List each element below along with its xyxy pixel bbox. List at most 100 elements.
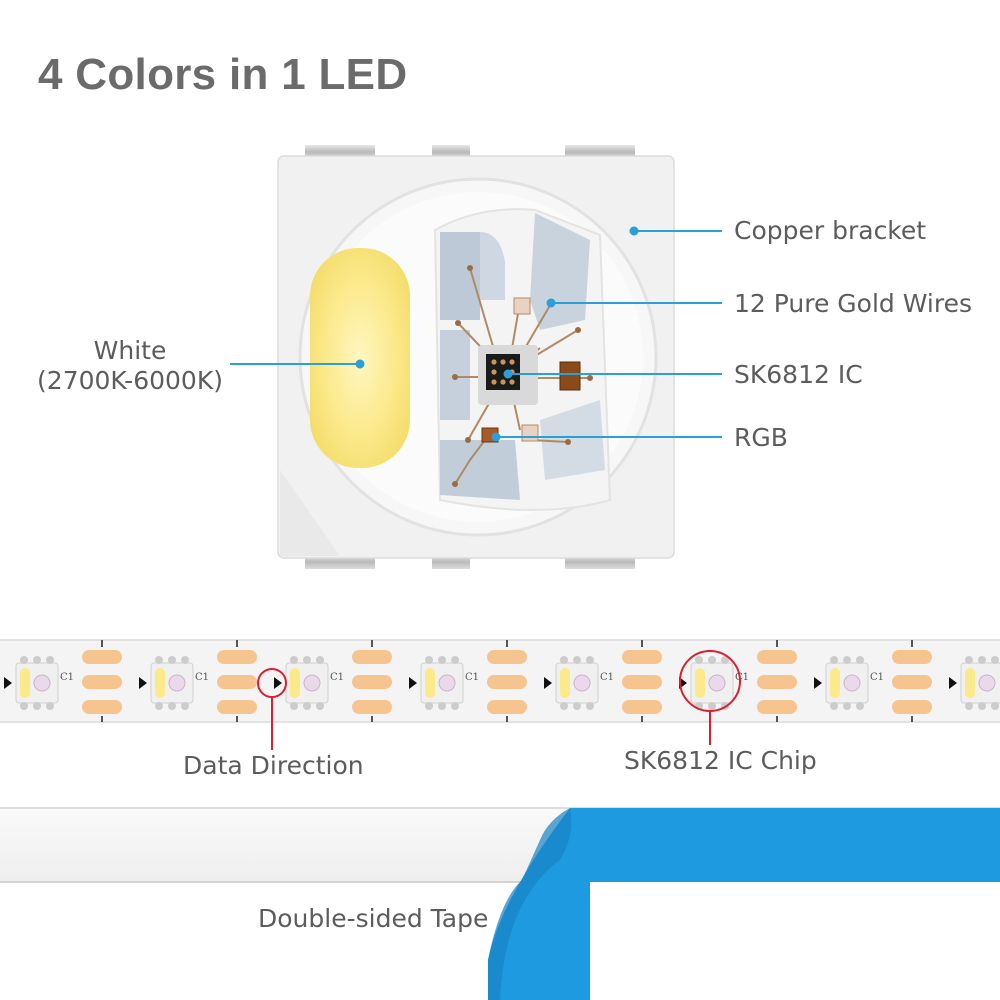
- strip-led-white: [830, 668, 840, 698]
- strip-led-rgb: [168, 674, 186, 692]
- direction-arrow-icon: [949, 677, 957, 689]
- strip-pad: [82, 675, 122, 689]
- strip-led-pin: [181, 702, 189, 710]
- strip-led-pin: [316, 702, 324, 710]
- page-title: 4 Colors in 1 LED: [38, 50, 408, 99]
- strip-pad: [757, 675, 797, 689]
- strip-chip-marking: C1: [465, 672, 479, 683]
- strip-led-pin: [451, 702, 459, 710]
- strip-led-pin: [721, 656, 729, 664]
- strip-led-pin: [573, 656, 581, 664]
- strip-led-white: [965, 668, 975, 698]
- ic-label: SK6812 IC: [734, 360, 863, 389]
- strip-pad: [892, 700, 932, 714]
- strip-led-pin: [560, 656, 568, 664]
- strip-led-rgb: [708, 674, 726, 692]
- strip-led-pin: [560, 702, 568, 710]
- strip-led-pin: [965, 702, 973, 710]
- strip-led-pin: [155, 656, 163, 664]
- double-sided-tape: [0, 807, 1000, 1000]
- white-label: White (2700K-6000K): [20, 336, 240, 396]
- strip-led-pin: [303, 702, 311, 710]
- strip-led-pin: [316, 656, 324, 664]
- strip-led-pin: [181, 656, 189, 664]
- strip-led-pin: [856, 702, 864, 710]
- strip-led-white: [155, 668, 165, 698]
- strip-led-pin: [425, 702, 433, 710]
- direction-arrow-icon: [409, 677, 417, 689]
- strip-pad: [757, 650, 797, 664]
- strip-pad: [487, 675, 527, 689]
- strip-led-pin: [168, 702, 176, 710]
- strip-led-pin: [708, 702, 716, 710]
- strip-led-pin: [843, 702, 851, 710]
- white-emitter: [310, 248, 410, 468]
- strip-led-pin: [155, 702, 163, 710]
- strip-led-pin: [20, 656, 28, 664]
- strip-led-pin: [303, 656, 311, 664]
- strip-pad: [892, 675, 932, 689]
- strip-led-pin: [290, 656, 298, 664]
- strip-led-pin: [708, 656, 716, 664]
- tape-label: Double-sided Tape: [258, 904, 489, 933]
- strip-led-white: [695, 668, 705, 698]
- strip-led-pin: [830, 656, 838, 664]
- strip-led-rgb: [573, 674, 591, 692]
- strip-pad: [352, 700, 392, 714]
- copper-bracket: [433, 208, 612, 511]
- strip-chip-marking: C1: [870, 672, 884, 683]
- strip-chip-marking: C1: [735, 672, 749, 683]
- strip-led-pin: [978, 702, 986, 710]
- strip-led-white: [290, 668, 300, 698]
- strip-led-pin: [20, 702, 28, 710]
- strip-led-pin: [843, 656, 851, 664]
- strip-pad: [82, 650, 122, 664]
- strip-chip-marking: C1: [330, 672, 344, 683]
- strip-pad: [217, 650, 257, 664]
- direction-arrow-icon: [139, 677, 147, 689]
- rgb-die-right: [559, 361, 581, 391]
- strip-led-rgb: [303, 674, 321, 692]
- white-label-range: (2700K-6000K): [37, 366, 223, 395]
- ic-chip-label: SK6812 IC Chip: [624, 746, 817, 775]
- gold-wires-label: 12 Pure Gold Wires: [734, 289, 972, 318]
- strip-pad: [892, 650, 932, 664]
- wire-bond-dots: [452, 265, 593, 487]
- strip-pad: [487, 700, 527, 714]
- strip-led-pin: [425, 656, 433, 664]
- strip-pad: [622, 700, 662, 714]
- strip-led-pin: [290, 702, 298, 710]
- strip-pad: [82, 700, 122, 714]
- data-direction-label: Data Direction: [183, 751, 364, 780]
- strip-led-pin: [438, 656, 446, 664]
- direction-arrow-icon: [544, 677, 552, 689]
- strip-led-rgb: [843, 674, 861, 692]
- strip-led-white: [560, 668, 570, 698]
- led-callout-lines: [230, 226, 722, 442]
- strip-led-pin: [573, 702, 581, 710]
- strip-pad: [217, 700, 257, 714]
- strip-pad: [217, 675, 257, 689]
- white-label-title: White: [93, 336, 167, 365]
- strip-led-rgb: [438, 674, 456, 692]
- strip-pad: [487, 650, 527, 664]
- strip-led-rgb: [33, 674, 51, 692]
- rgb-label: RGB: [734, 423, 788, 452]
- strip-led-pin: [965, 656, 973, 664]
- strip-pad: [352, 675, 392, 689]
- strip-led-pin: [33, 702, 41, 710]
- direction-arrow-icon: [814, 677, 822, 689]
- strip-pad: [622, 675, 662, 689]
- strip-pad: [757, 700, 797, 714]
- strip-led-pin: [586, 656, 594, 664]
- strip-led-pin: [168, 656, 176, 664]
- strip-led-pin: [978, 656, 986, 664]
- strip-pad: [622, 650, 662, 664]
- strip-units: C1C1C1C1C1C1C1C1: [4, 640, 1000, 722]
- strip-led-pin: [991, 702, 999, 710]
- direction-arrow-icon: [274, 677, 282, 689]
- strip-chip-marking: C1: [600, 672, 614, 683]
- strip-led-pin: [830, 702, 838, 710]
- copper-bracket-label: Copper bracket: [734, 216, 927, 245]
